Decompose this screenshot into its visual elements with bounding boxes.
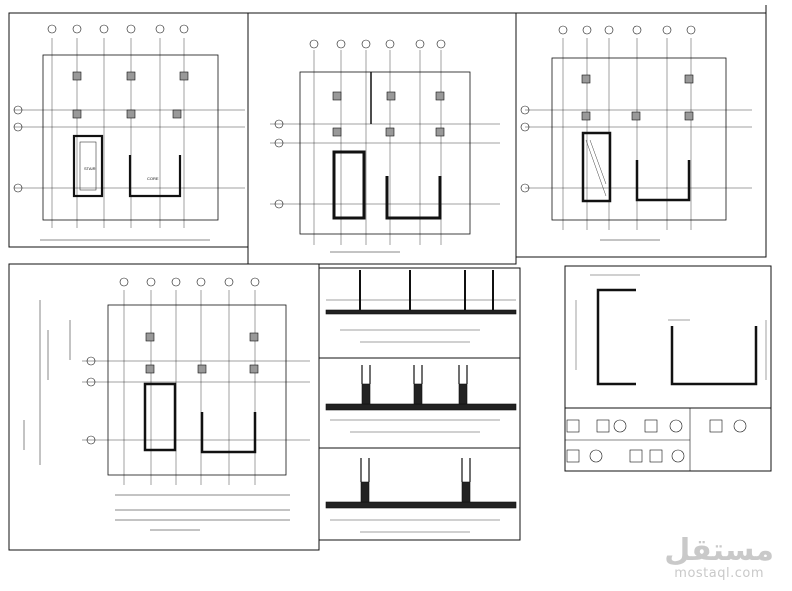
plan-3 — [520, 25, 752, 241]
plan-1: CORE STAIR — [13, 24, 245, 241]
plan-1-stair-label: STAIR — [84, 166, 96, 171]
section-3 — [325, 458, 517, 533]
plan-1-columns — [72, 71, 189, 119]
panel-details-border — [564, 265, 772, 472]
plan-1-stair-hatch — [79, 141, 97, 191]
plan-1-grid-bubbles — [13, 24, 189, 193]
plan-1-core-walls — [72, 134, 182, 198]
panel-plan-1-border — [8, 12, 249, 248]
section-1 — [325, 270, 517, 343]
plan-1-core-label: CORE — [147, 176, 159, 181]
watermark-arabic: مستقل — [664, 533, 774, 568]
plan-1-gridlines — [14, 38, 245, 228]
plan-2 — [270, 39, 500, 253]
panel-plan-2-border — [247, 12, 517, 265]
panel-section-3-border — [318, 447, 521, 541]
panel-plan-4-border — [8, 263, 320, 551]
panel-plan-3-border — [515, 12, 767, 258]
details — [565, 274, 767, 471]
watermark-latin: mostaql.com — [674, 566, 764, 581]
plan-4 — [23, 277, 310, 531]
watermark: مستقل mostaql.com — [664, 535, 774, 581]
column-detail-sections — [566, 419, 747, 463]
section-2 — [325, 365, 517, 433]
panel-borders — [8, 5, 772, 551]
